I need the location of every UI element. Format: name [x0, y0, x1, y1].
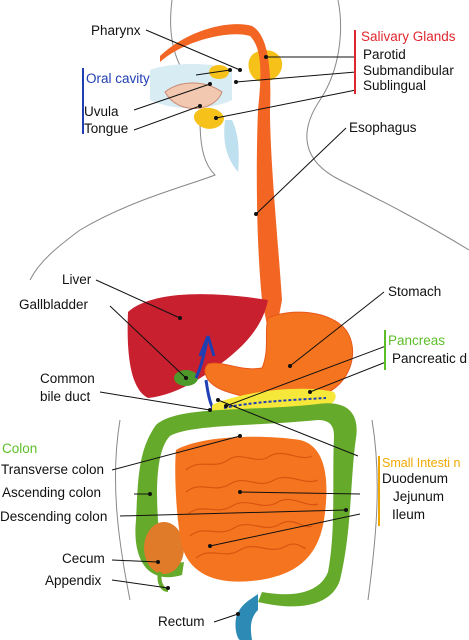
salivary-glands-heading: Salivary Glands: [361, 29, 456, 44]
duodenum-label: Duodenum: [382, 471, 449, 486]
small-intestine-bar: [378, 456, 380, 526]
ileum-label: Ileum: [392, 507, 426, 522]
leader-dots: [148, 55, 348, 616]
oral-cavity-heading: Oral cavity: [86, 71, 150, 86]
bile-duct-shape: [194, 335, 216, 411]
liver-label: Liver: [62, 272, 92, 287]
colon-heading: Colon: [2, 441, 38, 456]
appendix-label: Appendix: [45, 573, 102, 588]
colon-shape: [135, 403, 357, 607]
jejunum-label: Jejunum: [393, 489, 445, 504]
liver-shape: [127, 294, 268, 398]
rectum-shape: [235, 594, 258, 640]
oral-cavity-bar: [82, 68, 84, 134]
esophagus-label: Esophagus: [349, 120, 417, 135]
pancreatic-duct-label: Pancreatic d: [392, 351, 468, 366]
esophagus-shape: [160, 24, 282, 332]
transverse-colon-label: Transverse colon: [1, 462, 105, 477]
gallbladder-label: Gallbladder: [19, 297, 89, 312]
common-bile-duct-label-line1: Common: [40, 371, 95, 386]
sublingual-label: Sublingual: [363, 78, 427, 93]
tongue-label: Tongue: [84, 121, 129, 136]
small-intestine-heading: Small Intesti n: [382, 456, 461, 470]
parotid-label: Parotid: [363, 47, 406, 62]
pancreas-bar: [384, 330, 386, 370]
cecum-label: Cecum: [62, 551, 105, 566]
pancreas-heading: Pancreas: [388, 333, 446, 348]
pharynx-label: Pharynx: [91, 23, 141, 38]
common-bile-duct-label-line2: bile duct: [40, 389, 91, 404]
ascending-colon-label: Ascending colon: [2, 485, 102, 500]
appendix-shape: [157, 571, 169, 592]
leader-lines: [95, 29, 387, 623]
small-intestine-folds: [185, 452, 319, 559]
descending-colon-label: Descending colon: [0, 509, 108, 524]
stomach-label: Stomach: [388, 284, 442, 299]
rectum-label: Rectum: [158, 614, 205, 629]
cecum-shape: [144, 522, 184, 574]
salivary-glands-bar: [354, 30, 356, 94]
submandibular-label: Submandibular: [363, 63, 454, 78]
pancreatic-duct-shape: [223, 397, 327, 409]
uvula-label: Uvula: [84, 104, 119, 119]
